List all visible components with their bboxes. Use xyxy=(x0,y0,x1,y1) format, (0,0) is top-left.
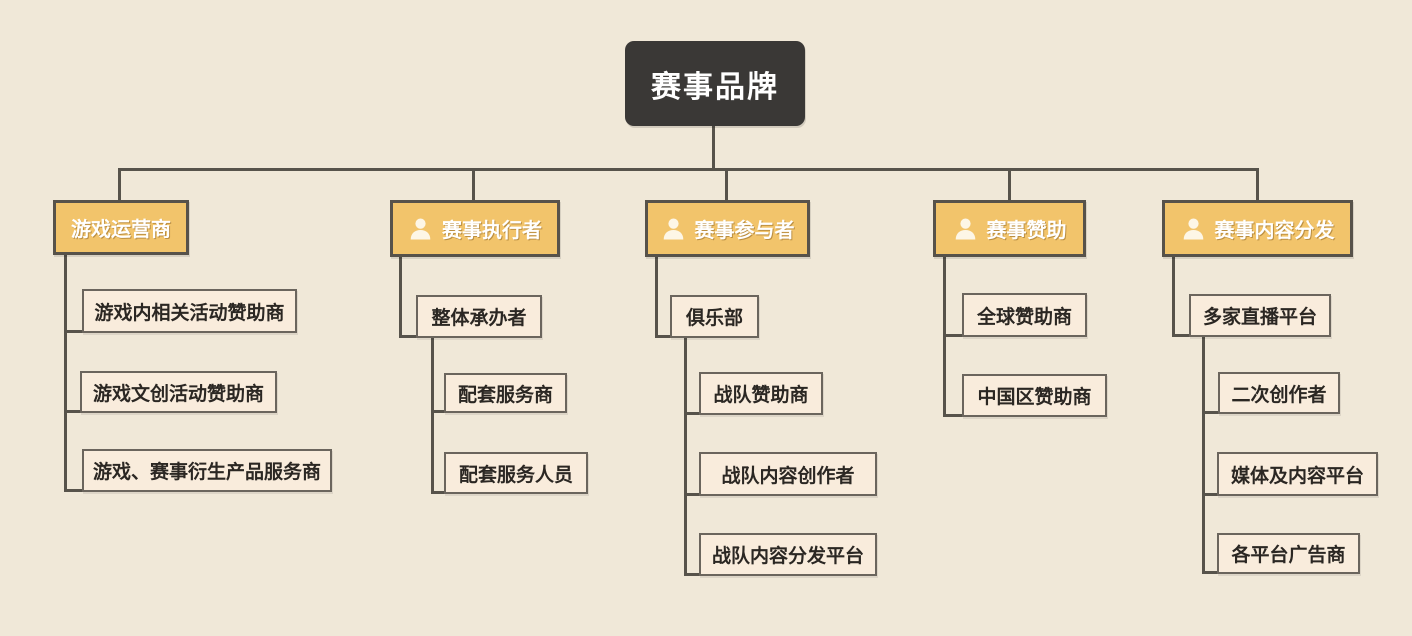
leaf-label: 媒体及内容平台 xyxy=(1230,464,1364,487)
person-icon xyxy=(408,217,433,241)
leaf-label: 二次创作者 xyxy=(1231,383,1327,406)
leaf-node-platform-advertisers[interactable]: 各平台广告商 xyxy=(1217,533,1360,574)
person-icon xyxy=(953,217,978,241)
leaf-node-china-region-sponsors[interactable]: 中国区赞助商 xyxy=(962,374,1107,417)
leaf-label: 中国区赞助商 xyxy=(977,386,1092,408)
person-icon xyxy=(661,217,686,241)
leaf-node-in-game-activity-sponsors[interactable]: 游戏内相关活动赞助商 xyxy=(82,289,297,333)
leaf-label: 俱乐部 xyxy=(685,307,743,329)
connector-drop-branch4 xyxy=(1008,168,1011,202)
connector-elbow xyxy=(1202,493,1217,496)
leaf-node-supporting-service-providers[interactable]: 配套服务商 xyxy=(444,373,567,413)
connector-subspine-branch3 xyxy=(684,338,687,576)
connector-elbow xyxy=(1172,334,1189,337)
leaf-node-clubs[interactable]: 俱乐部 xyxy=(670,295,759,338)
branch-node-event-participants[interactable]: 赛事参与者 xyxy=(645,200,810,257)
leaf-label: 多家直播平台 xyxy=(1202,306,1317,328)
leaf-label: 游戏、赛事衍生产品服务商 xyxy=(92,461,321,483)
root-node-label: 赛事品牌 xyxy=(651,69,779,105)
connector-elbow xyxy=(431,410,444,413)
branch-label: 赛事内容分发 xyxy=(1214,218,1335,242)
connector-elbow xyxy=(684,573,699,576)
connector-elbow xyxy=(684,493,699,496)
leaf-node-team-content-creators[interactable]: 战队内容创作者 xyxy=(699,452,877,496)
connector-subspine-branch2 xyxy=(431,338,434,494)
leaf-node-multiple-live-platforms[interactable]: 多家直播平台 xyxy=(1189,294,1331,337)
leaf-node-team-sponsors[interactable]: 战队赞助商 xyxy=(699,372,823,415)
connector-spine-branch2 xyxy=(399,255,402,338)
leaf-node-media-content-platforms[interactable]: 媒体及内容平台 xyxy=(1217,452,1378,496)
branch-label: 赛事执行者 xyxy=(442,218,542,242)
leaf-node-secondary-creators[interactable]: 二次创作者 xyxy=(1218,372,1340,414)
leaf-node-derivative-product-providers[interactable]: 游戏、赛事衍生产品服务商 xyxy=(82,449,332,492)
connector-spine-branch3 xyxy=(655,255,658,338)
connector-spine-branch1 xyxy=(64,253,67,492)
leaf-label: 游戏内相关活动赞助商 xyxy=(94,301,285,324)
connector-elbow xyxy=(943,334,962,337)
leaf-label: 战队赞助商 xyxy=(713,384,809,406)
connector-root-drop xyxy=(712,124,715,170)
leaf-node-global-sponsors[interactable]: 全球赞助商 xyxy=(962,293,1087,337)
branch-label: 游戏运营商 xyxy=(71,217,171,241)
connector-bus xyxy=(118,168,1259,171)
connector-drop-branch3 xyxy=(725,168,728,202)
connector-subspine-branch5 xyxy=(1202,337,1205,574)
root-node-event-brand[interactable]: 赛事品牌 xyxy=(625,41,805,126)
leaf-label: 战队内容分发平台 xyxy=(711,545,864,567)
leaf-label: 战队内容创作者 xyxy=(721,464,855,487)
branch-label: 赛事赞助 xyxy=(986,218,1067,242)
person-icon xyxy=(1181,217,1206,241)
branch-node-event-sponsorship[interactable]: 赛事赞助 xyxy=(933,200,1086,257)
connector-drop-branch2 xyxy=(472,168,475,202)
leaf-label: 全球赞助商 xyxy=(976,305,1072,328)
branch-node-game-operators[interactable]: 游戏运营商 xyxy=(53,200,189,255)
branch-node-event-executors[interactable]: 赛事执行者 xyxy=(390,200,560,257)
leaf-label: 游戏文创活动赞助商 xyxy=(92,382,264,405)
connector-elbow xyxy=(1202,571,1217,574)
connector-elbow xyxy=(64,410,80,413)
connector-elbow xyxy=(943,414,962,417)
leaf-label: 配套服务商 xyxy=(457,383,553,406)
connector-elbow xyxy=(684,412,699,415)
connector-drop-branch1 xyxy=(118,168,121,202)
connector-elbow xyxy=(431,491,444,494)
leaf-label: 整体承办者 xyxy=(431,307,527,329)
leaf-label: 各平台广告商 xyxy=(1231,544,1346,566)
leaf-label: 配套服务人员 xyxy=(458,463,573,486)
leaf-node-team-content-distribution-platforms[interactable]: 战队内容分发平台 xyxy=(699,533,877,576)
connector-drop-branch5 xyxy=(1256,168,1259,202)
leaf-node-game-cultural-activity-sponsors[interactable]: 游戏文创活动赞助商 xyxy=(80,371,277,413)
connector-elbow xyxy=(64,330,82,333)
branch-label: 赛事参与者 xyxy=(694,218,795,242)
leaf-node-supporting-service-staff[interactable]: 配套服务人员 xyxy=(444,452,588,494)
connector-elbow xyxy=(64,489,82,492)
connector-elbow xyxy=(1202,411,1218,414)
leaf-node-overall-organizer[interactable]: 整体承办者 xyxy=(416,295,542,338)
connector-elbow xyxy=(655,335,670,338)
connector-elbow xyxy=(399,335,416,338)
connector-spine-branch5 xyxy=(1172,255,1175,337)
branch-node-event-content-distribution[interactable]: 赛事内容分发 xyxy=(1162,200,1353,257)
